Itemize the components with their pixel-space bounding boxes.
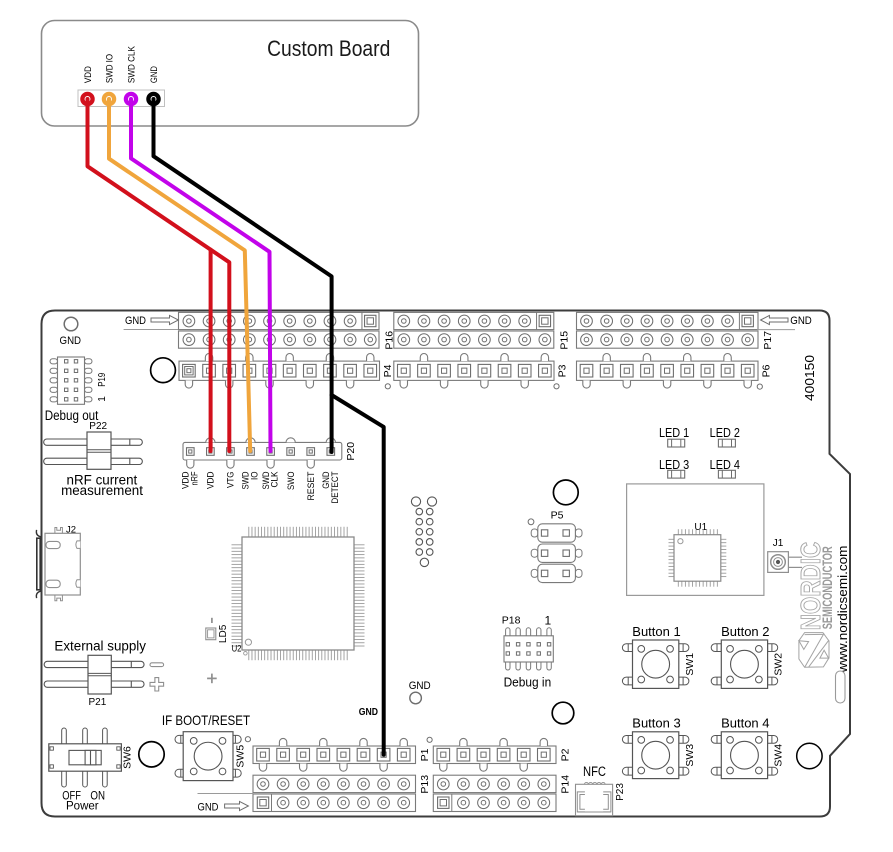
svg-text:LED 3: LED 3 — [659, 457, 689, 472]
svg-text:P21: P21 — [89, 697, 107, 708]
svg-text:Button 2: Button 2 — [721, 624, 769, 639]
svg-text:1: 1 — [545, 614, 552, 628]
svg-text:P1: P1 — [419, 748, 431, 761]
svg-text:IF BOOT/RESET: IF BOOT/RESET — [162, 712, 251, 728]
svg-text:SW3: SW3 — [684, 744, 696, 767]
svg-text:Debug in: Debug in — [504, 675, 552, 690]
svg-text:P18: P18 — [502, 614, 521, 626]
svg-text:P23: P23 — [615, 783, 626, 801]
svg-text:VTG: VTG — [226, 472, 237, 489]
svg-text:U2: U2 — [232, 644, 242, 655]
svg-text:1: 1 — [97, 396, 108, 402]
svg-text:J2: J2 — [66, 525, 76, 536]
svg-text:SW4: SW4 — [773, 744, 785, 767]
svg-text:P17: P17 — [762, 331, 774, 350]
svg-text:P20: P20 — [345, 442, 357, 461]
svg-text:GND: GND — [790, 315, 812, 327]
svg-text:Button 4: Button 4 — [721, 715, 769, 730]
svg-text:SW2: SW2 — [773, 653, 785, 676]
svg-text:VDD: VDD — [83, 66, 94, 83]
svg-text:measurement: measurement — [61, 483, 143, 498]
svg-text:P6: P6 — [761, 364, 773, 377]
svg-text:P3: P3 — [557, 364, 569, 377]
svg-text:SW5: SW5 — [235, 745, 247, 768]
svg-text:Debug out: Debug out — [45, 408, 99, 423]
svg-text:GND: GND — [409, 680, 431, 692]
svg-text:P22: P22 — [89, 421, 107, 432]
svg-text:RESET: RESET — [306, 471, 317, 500]
svg-text:SW1: SW1 — [684, 653, 696, 676]
svg-text:SWD: SWD — [261, 471, 272, 489]
svg-text:SWD CLK: SWD CLK — [127, 46, 138, 84]
svg-text:NFC: NFC — [583, 764, 606, 779]
svg-text:P14: P14 — [560, 775, 572, 794]
svg-text:GND: GND — [321, 471, 332, 488]
svg-text:Power: Power — [66, 799, 99, 813]
svg-text:SWO: SWO — [286, 472, 297, 491]
svg-text:ON: ON — [90, 789, 105, 803]
svg-text:VDD: VDD — [181, 471, 192, 489]
svg-text:IO: IO — [250, 472, 261, 481]
svg-text:DETECT: DETECT — [330, 471, 341, 503]
svg-text:CLK: CLK — [270, 471, 281, 488]
svg-text:LED 1: LED 1 — [659, 425, 689, 440]
svg-text:GND: GND — [198, 801, 219, 813]
svg-text:NORDIC: NORDIC — [795, 542, 826, 631]
svg-text:GND: GND — [125, 315, 146, 327]
svg-text:U1: U1 — [694, 522, 707, 533]
svg-text:P19: P19 — [97, 372, 108, 386]
svg-text:P13: P13 — [419, 775, 431, 794]
svg-text:GND: GND — [60, 335, 82, 347]
svg-text:www.nordicsemi.com: www.nordicsemi.com — [835, 546, 850, 674]
svg-text:P15: P15 — [559, 331, 571, 350]
svg-text:LD5: LD5 — [218, 624, 229, 643]
svg-text:OFF: OFF — [62, 789, 81, 803]
svg-text:J1: J1 — [773, 538, 784, 549]
svg-text:SW6: SW6 — [122, 746, 134, 769]
svg-text:LED 2: LED 2 — [710, 425, 740, 440]
svg-text:VDD: VDD — [206, 471, 217, 489]
svg-text:GND: GND — [149, 66, 160, 83]
svg-text:Button 1: Button 1 — [632, 624, 680, 639]
svg-text:nRF: nRF — [189, 471, 200, 485]
svg-text:400150: 400150 — [802, 355, 817, 401]
svg-text:P4: P4 — [382, 364, 394, 377]
svg-text:Button 3: Button 3 — [632, 715, 680, 730]
svg-text:P2: P2 — [560, 748, 572, 761]
svg-text:SEMICONDUCTOR: SEMICONDUCTOR — [819, 546, 835, 629]
svg-text:P5: P5 — [551, 510, 564, 522]
svg-text:P16: P16 — [384, 331, 396, 350]
svg-text:External supply: External supply — [54, 638, 146, 653]
svg-text:GND: GND — [359, 706, 379, 718]
svg-text:Custom Board: Custom Board — [267, 36, 390, 61]
svg-text:LED 4: LED 4 — [710, 457, 740, 472]
svg-text:nRF current: nRF current — [67, 473, 138, 488]
svg-text:SWD: SWD — [241, 471, 252, 489]
svg-text:SWD IO: SWD IO — [105, 54, 116, 83]
